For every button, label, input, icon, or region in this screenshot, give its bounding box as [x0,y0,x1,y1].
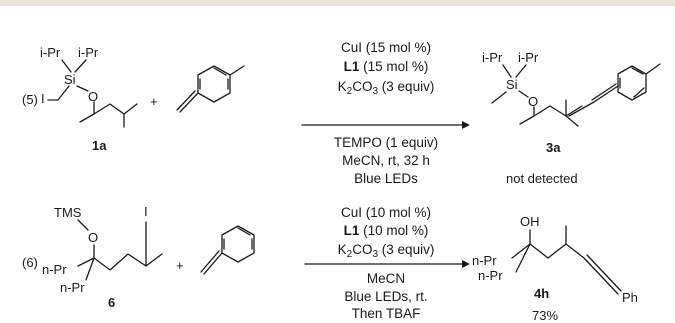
bonds-3a [491,64,619,127]
condition-tempo-5: TEMPO (1 equiv) [334,135,438,150]
reactant-1a: i-Pr i-Pr Si O I 1a [40,45,138,153]
plus-sign-6: + [176,258,184,273]
condition-workup-6: Then TBAF [352,306,421,321]
condition-base-5: K2CO3 (3 equiv) [338,79,435,97]
result-4h: 73% [532,308,558,323]
alkyne-phenylacetylene [200,250,223,275]
atom-npr-lower: n-Pr [60,280,85,295]
atom-ph-4h: Ph [622,290,638,305]
result-3a: not detected [506,171,578,186]
atom-ipr-left: i-Pr [40,45,61,60]
reactant-phenylacetylene [200,225,255,275]
reaction-number-6: (6) [22,255,38,270]
reaction-5: (5) i-Pr i-Pr Si O I 1a + CuI (15 mol %)… [22,40,661,186]
atom-npr-upper: n-Pr [42,262,67,277]
compound-label-1a: 1a [92,138,107,153]
condition-ligand-6: L1 (10 mol %) [344,223,429,238]
bonds-6 [77,219,163,281]
atom-ipr-left-3a: i-Pr [482,50,503,65]
reaction-6: (6) TMS O I n-Pr n-Pr 6 + CuI (10 mol %)… [22,204,638,323]
atom-oh-4h: OH [520,214,540,229]
condition-cui-5: CuI (15 mol %) [341,40,431,55]
atom-npr-lower-4h: n-Pr [478,268,503,283]
benzene-ring-phenyl [221,225,255,263]
bonds-4h [511,225,622,295]
condition-ligand-5: L1 (15 mol %) [344,59,429,74]
benzene-ring-toluene [197,65,231,103]
compound-label-3a: 3a [546,140,561,155]
atom-npr-upper-4h: n-Pr [472,253,497,268]
plus-sign-5: + [150,94,158,109]
condition-light-6: Blue LEDs, rt. [344,289,427,304]
product-3a: i-Pr i-Pr Si O 3a not detected [482,50,661,186]
atom-o-3a: O [528,94,538,109]
compound-label-6: 6 [108,295,115,310]
condition-solvent-5: MeCN, rt, 32 h [342,153,430,168]
compound-label-4h: 4h [534,286,549,301]
condition-solvent-6: MeCN [367,271,405,286]
product-4h: OH n-Pr n-Pr Ph 4h 73% [472,214,638,323]
atom-tms: TMS [54,205,82,220]
condition-light-5: Blue LEDs [354,171,418,186]
reaction-number-5: (5) [22,92,38,107]
arrow-head-5 [462,121,470,129]
atom-iodo: I [41,91,45,106]
bonds-1a [47,59,138,128]
condition-base-6: K2CO3 (3 equiv) [338,242,435,260]
atom-si-3a: Si [506,77,518,92]
top-border [0,0,675,6]
atom-o: O [88,89,98,104]
benzene-ring-3a [617,65,647,101]
reactant-4-ethynyltoluene [176,65,245,113]
methyl-toluene [229,65,245,76]
atom-iodo-6: I [144,204,148,219]
methyl-3a [645,63,661,75]
atom-si: Si [64,72,76,87]
reactant-6: TMS O I n-Pr n-Pr 6 [42,204,163,310]
condition-cui-6: CuI (10 mol %) [341,205,431,220]
atom-ipr-right-3a: i-Pr [518,50,539,65]
atom-o-6: O [88,230,98,245]
atom-ipr-right: i-Pr [78,45,99,60]
alkyne-toluene [176,90,199,113]
arrow-head-6 [462,260,470,268]
